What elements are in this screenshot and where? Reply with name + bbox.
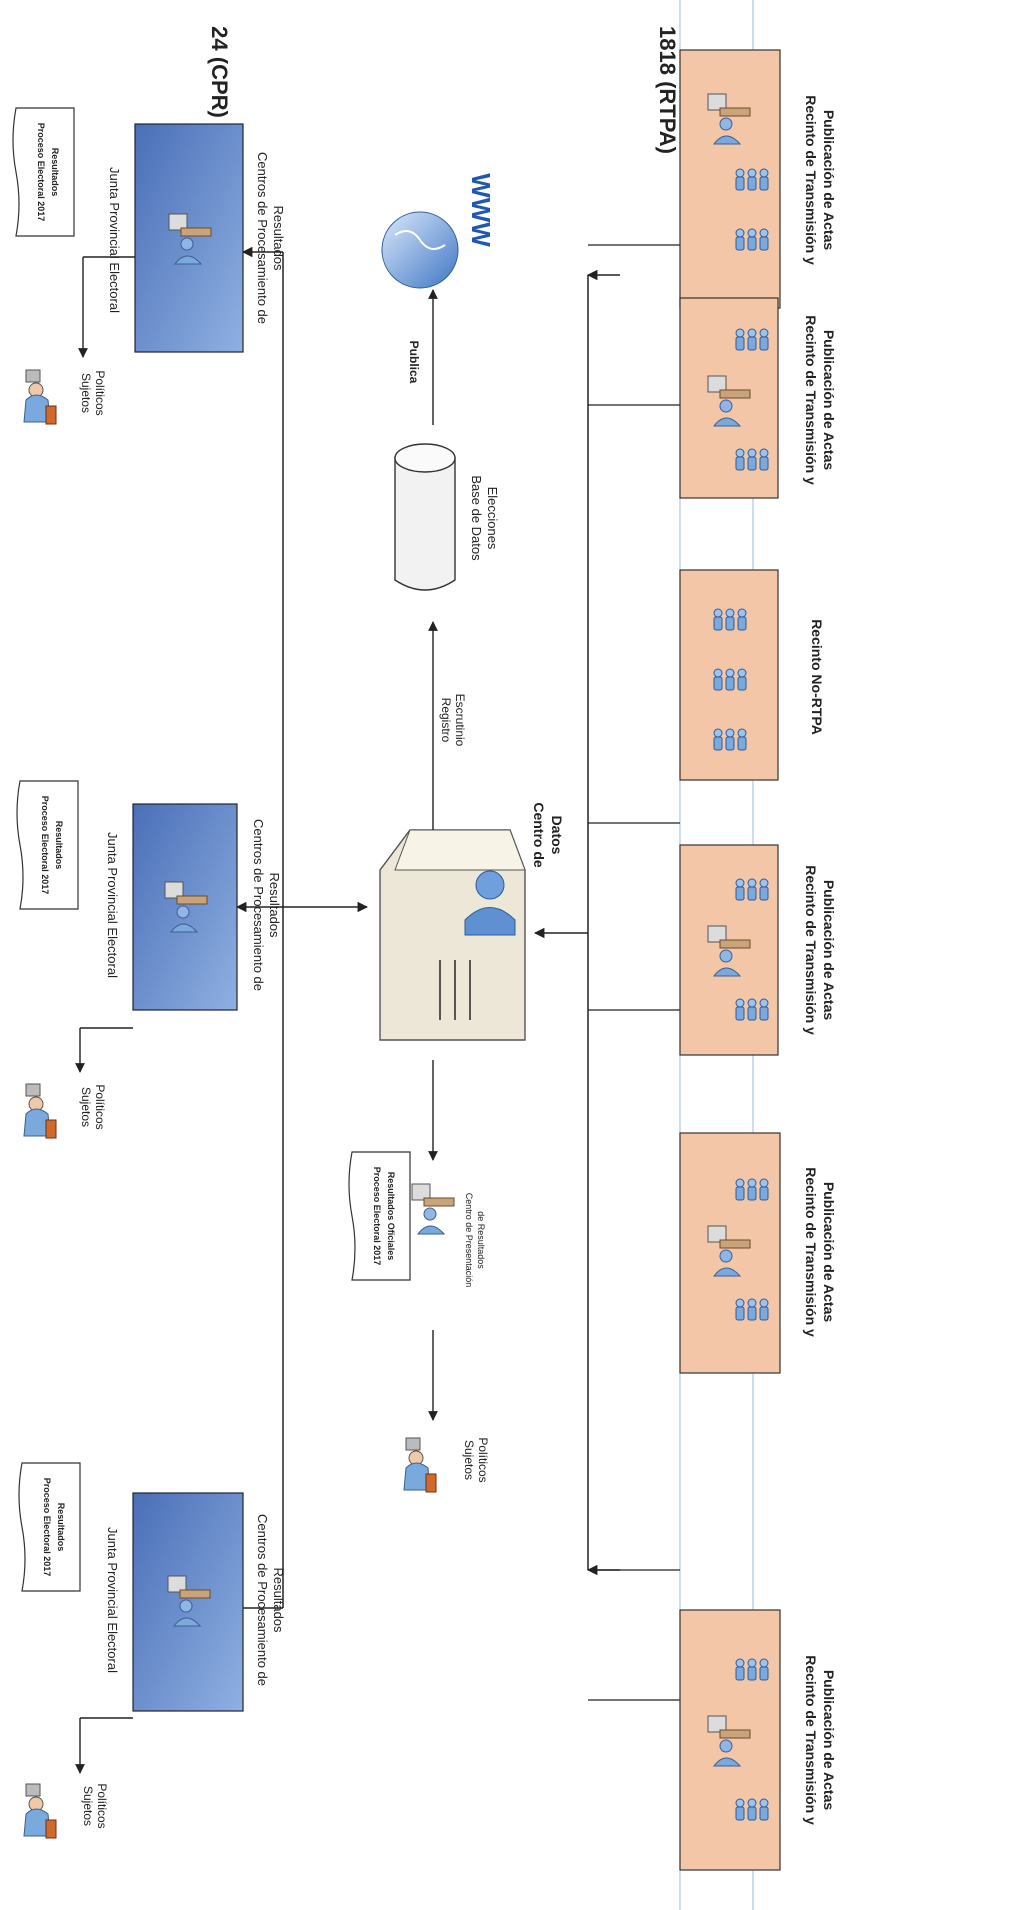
svg-text:Proceso Electoral 2017: Proceso Electoral 2017 xyxy=(42,1478,52,1577)
recinto-label-line1: Recinto de Transmisión y xyxy=(803,865,819,1035)
sujetos-label-line1: Sujetos xyxy=(79,1087,93,1127)
server-top xyxy=(394,829,526,871)
cpr-group-3: Junta Provincial Electoral Centros de Pr… xyxy=(18,1462,286,1839)
recinto-label-line1: Recinto de Transmisión y xyxy=(803,1167,819,1337)
junta-label: Junta Provincial Electoral xyxy=(107,167,122,313)
svg-text:Resultados: Resultados xyxy=(50,148,60,197)
results-doc: Resultados Proceso Electoral 2017 xyxy=(18,1462,81,1592)
centro-label-line1: Centros de Procesamiento de xyxy=(255,1514,270,1686)
cpr-box xyxy=(134,123,244,353)
voters-icon xyxy=(713,668,747,691)
centro-de-datos: Centro de Datos xyxy=(379,802,565,1041)
voters-icon xyxy=(713,728,747,751)
database: Base de Datos Elecciones xyxy=(394,443,500,591)
results-doc: Resultados Proceso Electoral 2017 xyxy=(12,107,75,237)
recinto-label-line2: Publicación de Actas xyxy=(821,110,837,251)
centro-label-line2: Resultados xyxy=(271,205,286,271)
voters-icon xyxy=(735,1798,769,1821)
www-label: WWW xyxy=(466,173,496,247)
user-head-icon xyxy=(475,870,505,900)
registro-line1: Registro xyxy=(439,698,453,743)
recinto-1: Recinto de Transmisión y Publicación de … xyxy=(588,49,837,309)
voters-icon xyxy=(735,228,769,251)
sujeto-politico-icon xyxy=(23,1783,57,1839)
database-icon xyxy=(394,457,456,591)
svg-text:Resultados Oficiales: Resultados Oficiales xyxy=(386,1172,396,1261)
presentacion-line2: de Resultados xyxy=(476,1211,486,1269)
publica-label: Publica xyxy=(407,341,421,384)
recinto-label-line2: Publicación de Actas xyxy=(821,1182,837,1323)
voters-icon xyxy=(735,1658,769,1681)
recinto-label-line1: Recinto de Transmisión y xyxy=(803,1655,819,1825)
recinto-label-line2: Publicación de Actas xyxy=(821,880,837,1021)
svg-text:Proceso Electoral 2017: Proceso Electoral 2017 xyxy=(372,1167,382,1266)
voters-icon xyxy=(735,998,769,1021)
sujetos-label-line1: Sujetos xyxy=(79,373,93,413)
sujetos-label-line2: Políticos xyxy=(476,1437,490,1482)
user-body-icon xyxy=(464,907,516,936)
svg-text:Proceso Electoral 2017: Proceso Electoral 2017 xyxy=(40,796,50,895)
db-label-line2: Elecciones xyxy=(485,487,500,550)
svg-text:Proceso Electoral 2017: Proceso Electoral 2017 xyxy=(36,123,46,222)
centro-label-line1: Centros de Procesamiento de xyxy=(251,819,266,991)
junta-label: Junta Provincial Electoral xyxy=(105,1527,120,1673)
recinto-label-line1: Recinto de Transmisión y xyxy=(803,315,819,485)
recinto-6: Recinto de Transmisión y Publicación de … xyxy=(588,1609,837,1871)
recinto-4: Recinto de Transmisión y Publicación de … xyxy=(588,844,837,1056)
recinto-3: Recinto No-RTPA xyxy=(588,569,825,824)
svg-text:Resultados: Resultados xyxy=(56,1503,66,1552)
junta-label: Junta Provincial Electoral xyxy=(105,832,120,978)
globe-icon xyxy=(381,211,459,289)
sujetos-label-line2: Políticos xyxy=(95,1783,109,1828)
cpr-group-1: Junta Provincial Electoral Centros de Pr… xyxy=(12,107,286,425)
recinto-box xyxy=(679,1609,781,1871)
centro-datos-line1: Centro de xyxy=(531,802,547,868)
centro-datos-line2: Datos xyxy=(549,816,565,855)
sujeto-politico-icon xyxy=(23,1083,57,1139)
official-results-doc: Resultados Oficiales Proceso Electoral 2… xyxy=(348,1151,411,1281)
presenter-icon xyxy=(411,1183,455,1235)
voters-icon xyxy=(735,1178,769,1201)
database-top xyxy=(394,443,456,473)
recinto-label-line2: Publicación de Actas xyxy=(821,1670,837,1811)
rtpa-count-label: 1818 (RTPA) xyxy=(655,26,680,154)
sujetos-label-line2: Políticos xyxy=(93,1084,107,1129)
voters-icon xyxy=(735,448,769,471)
db-label-line1: Base de Datos xyxy=(469,475,484,561)
voters-icon xyxy=(735,878,769,901)
registro-line2: Escrutinio xyxy=(453,694,467,747)
sujetos-label-line1: Sujetos xyxy=(462,1440,476,1480)
centro-label-line2: Resultados xyxy=(267,872,282,938)
globe-land xyxy=(394,230,446,250)
voters-icon xyxy=(735,168,769,191)
centro-label-line2: Resultados xyxy=(271,1567,286,1633)
web-globe: WWW xyxy=(381,173,496,289)
centro-label-line1: Centros de Procesamiento de xyxy=(255,152,270,324)
svg-text:Resultados: Resultados xyxy=(54,821,64,870)
voters-icon xyxy=(713,608,747,631)
centro-presentacion: Centro de Presentación de Resultados Res… xyxy=(348,1151,490,1493)
voters-icon xyxy=(735,328,769,351)
sujetos-label-line2: Políticos xyxy=(93,370,107,415)
recinto-label-line2: Publicación de Actas xyxy=(821,330,837,471)
voters-icon xyxy=(735,1298,769,1321)
results-doc: Resultados Proceso Electoral 2017 xyxy=(16,780,79,910)
sujeto-politico-icon xyxy=(23,369,57,425)
cpr-count-label: 24 (CPR) xyxy=(207,26,232,118)
recinto-5: Recinto de Transmisión y Publicación de … xyxy=(588,1132,837,1571)
recinto-2: Recinto de Transmisión y Publicación de … xyxy=(588,297,837,499)
sujetos-label-line1: Sujetos xyxy=(81,1786,95,1826)
sujeto-politico-icon xyxy=(403,1437,437,1493)
recinto-box xyxy=(679,844,779,1056)
presentacion-line1: Centro de Presentación xyxy=(464,1193,474,1288)
recinto-label-line1: Recinto de Transmisión y xyxy=(803,95,819,265)
cpr-group-2: Junta Provincial Electoral Centros de Pr… xyxy=(16,780,282,1139)
recinto-label-line1: Recinto No-RTPA xyxy=(809,619,825,735)
